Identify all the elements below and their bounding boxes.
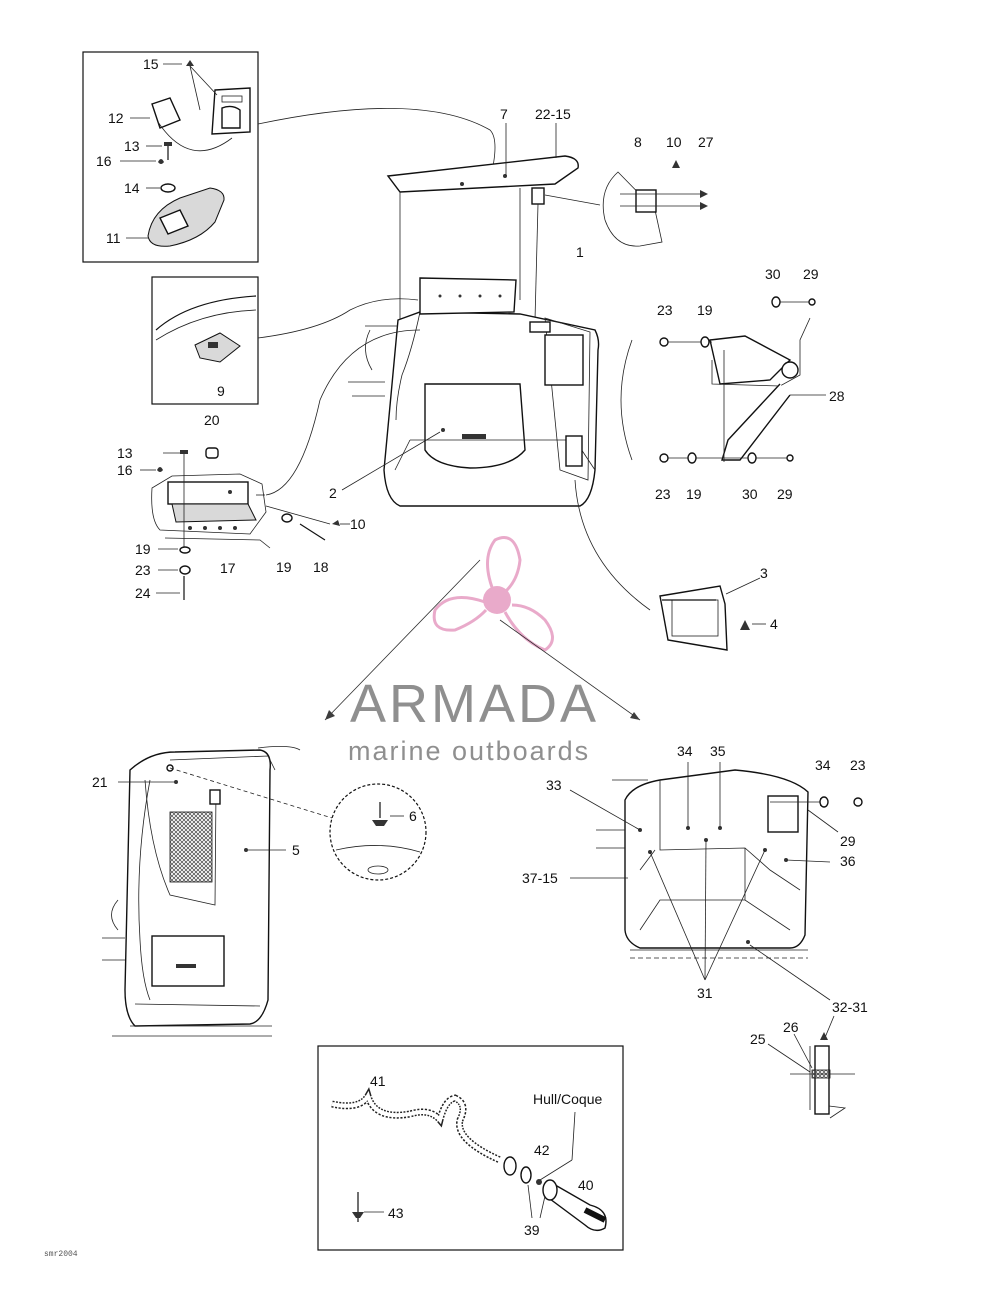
inset-lock-assembly: 15 12 13 16 14 11 [82,51,259,263]
label-29-right: 29 [840,833,856,849]
label-19-bottom: 19 [686,486,702,502]
label-41: 41 [370,1073,386,1089]
right-storage-compartment: 34 35 33 34 23 29 36 37-15 31 32-31 [522,743,868,1015]
label-12: 12 [108,110,124,126]
label-29-bottom: 29 [777,486,793,502]
label-35: 35 [710,743,726,759]
brand-tagline: marine outboards [348,736,590,766]
label-13-left: 13 [117,445,133,461]
label-34-right: 34 [815,757,831,773]
label-13: 13 [124,138,140,154]
label-20: 20 [204,412,220,428]
label-25: 25 [750,1031,766,1047]
label-19-top: 19 [697,302,713,318]
drain-hose-inset: 41 Hull/Coque 42 40 39 43 [317,1045,624,1251]
label-32-31: 32-31 [832,999,868,1015]
label-28: 28 [829,388,845,404]
label-33: 33 [546,777,562,793]
label-34-top: 34 [677,743,693,759]
label-19-mid: 19 [276,559,292,575]
connector-curve [257,108,496,181]
label-39: 39 [524,1222,540,1238]
label-4: 4 [770,616,778,632]
label-24: 24 [135,585,151,601]
label-23-right: 23 [850,757,866,773]
armada-watermark: ARMADA marine outboards [324,536,641,766]
bracket-assembly-28: 30 29 23 19 28 23 19 30 29 [620,266,845,502]
label-10: 10 [666,134,682,150]
label-6: 6 [409,808,417,824]
inset-latch-9: 9 [151,276,259,405]
label-5: 5 [292,842,300,858]
left-storage-cabinet: 21 5 [92,746,301,1037]
label-37-15: 37-15 [522,870,558,886]
label-8: 8 [634,134,642,150]
main-storage-compartment: 7 22-15 2 [329,106,600,507]
label-40: 40 [578,1177,594,1193]
label-11: 11 [106,230,121,246]
label-26: 26 [783,1019,799,1035]
label-23-left: 23 [135,562,151,578]
label-36: 36 [840,853,856,869]
label-29-top: 29 [803,266,819,282]
label-42: 42 [534,1142,550,1158]
label-23-bottom: 23 [655,486,671,502]
label-2: 2 [329,485,337,501]
label-22-15: 22-15 [535,106,571,122]
label-30-top: 30 [765,266,781,282]
label-23-top: 23 [657,302,673,318]
label-16-left: 16 [117,462,133,478]
latch-assembly-17: 20 13 16 10 19 18 17 19 23 24 [117,329,421,601]
label-30-bottom: 30 [742,486,758,502]
label-1: 1 [576,244,584,260]
drawing-code: smr2004 [44,1250,78,1259]
hatch-cover-3: 3 4 [574,479,778,651]
label-16: 16 [96,153,112,169]
brand-name: ARMADA [350,674,599,734]
label-18: 18 [313,559,329,575]
label-19-left: 19 [135,541,151,557]
label-17: 17 [220,560,236,576]
label-43: 43 [388,1205,404,1221]
label-31: 31 [697,985,713,1001]
label-21: 21 [92,774,108,790]
label-15: 15 [143,56,159,72]
label-27: 27 [698,134,714,150]
screw-detail-6: 6 [169,767,427,881]
label-hull-coque: Hull/Coque [533,1091,602,1107]
label-10-left: 10 [350,516,366,532]
hinge-detail: 8 10 27 1 [544,134,714,260]
label-9: 9 [217,383,225,399]
propeller-logo-icon [432,536,554,652]
section-detail-25-26: 25 26 [750,1015,855,1119]
label-14: 14 [124,180,140,196]
label-7: 7 [500,106,508,122]
label-3: 3 [760,565,768,581]
